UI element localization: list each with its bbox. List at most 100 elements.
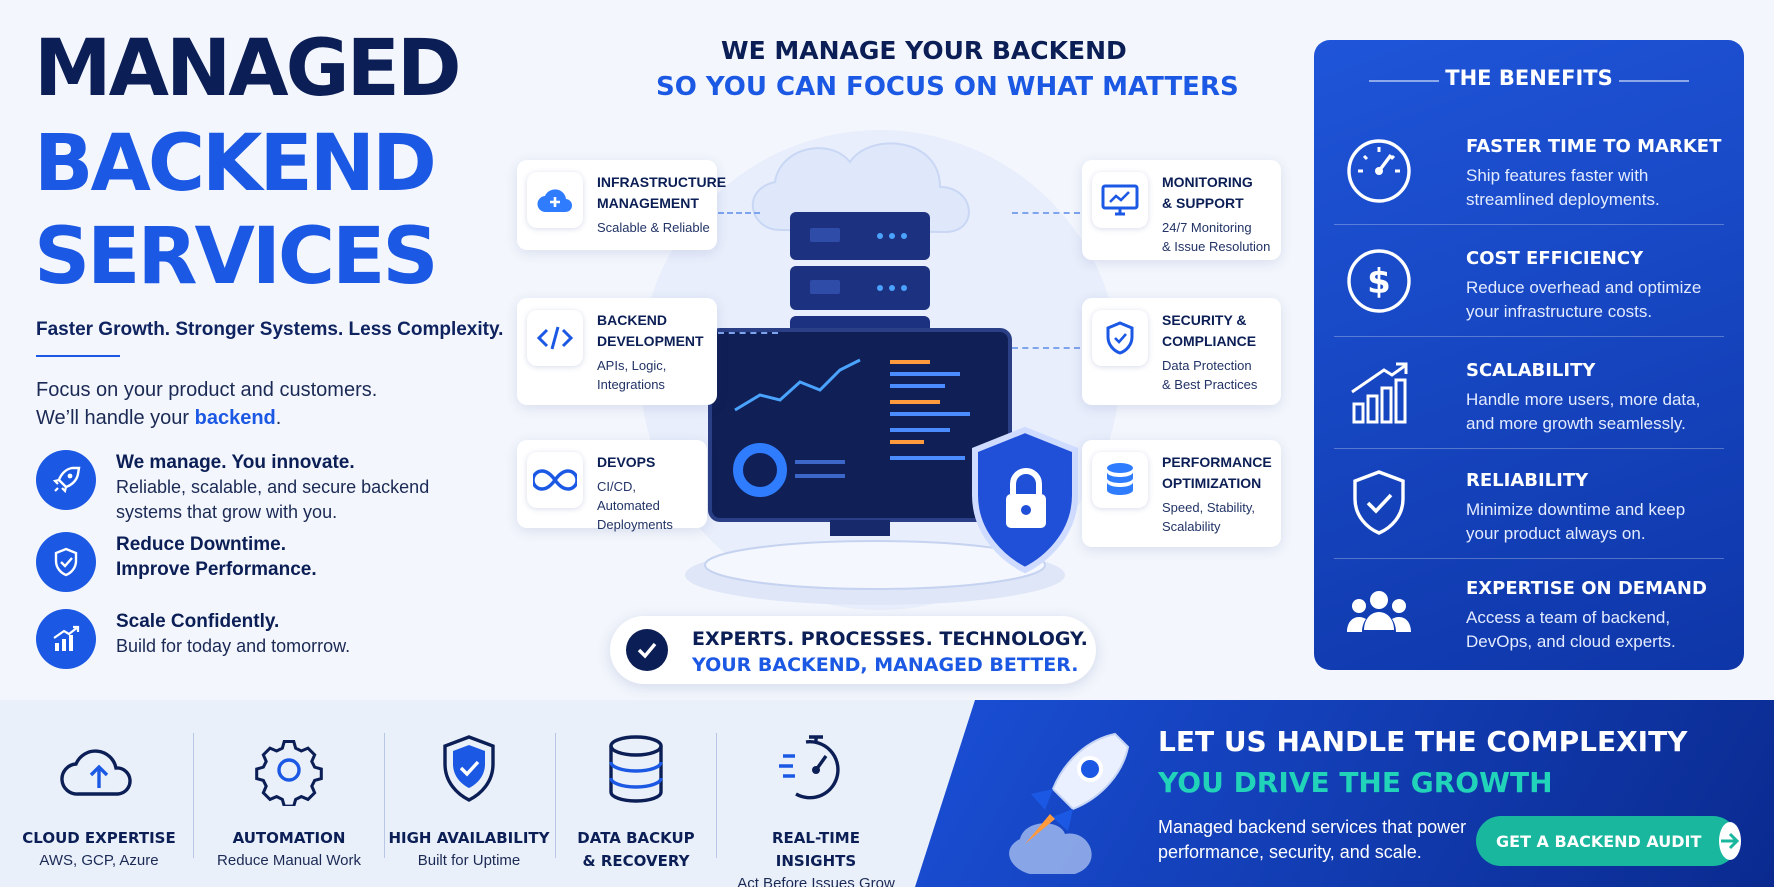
strip-title: REAL-TIME INSIGHTS — [772, 829, 860, 870]
strip-item-backup: DATA BACKUP & RECOVERY — [551, 734, 721, 873]
benefit-title: RELIABILITY — [1466, 470, 1589, 491]
benefit-title: COST EFFICIENCY — [1466, 248, 1644, 269]
benefit-item: SCALABILITY Handle more users, more data… — [1334, 342, 1724, 452]
service-card-devops: DEVOPS CI/CD, Automated Deployments — [517, 440, 707, 532]
divider — [1334, 558, 1724, 559]
cloud-upload-icon — [60, 749, 132, 796]
get-audit-button[interactable]: GET A BACKEND AUDIT — [1476, 816, 1742, 866]
connector-line — [1012, 347, 1080, 349]
value-pill: EXPERTS. PROCESSES. TECHNOLOGY. YOUR BAC… — [610, 616, 1096, 684]
check-icon — [626, 629, 668, 671]
strip-subtitle: Reduce Manual Work — [217, 852, 361, 869]
cta-subheading: YOU DRIVE THE GROWTH — [1158, 766, 1553, 799]
card-title: INFRASTRUCTURE MANAGEMENT — [597, 174, 727, 211]
server-illustration — [640, 130, 1120, 610]
shield-check-icon — [443, 735, 495, 802]
pill-line2: YOUR BACKEND, MANAGED BETTER. — [692, 654, 1079, 676]
dollar-icon: $ — [1347, 249, 1411, 313]
divider — [193, 733, 194, 858]
arrow-right-icon — [1719, 822, 1742, 860]
svg-text:$: $ — [1367, 262, 1391, 302]
connector-line — [718, 332, 778, 334]
benefit-item: RELIABILITY Minimize downtime and keep y… — [1334, 452, 1724, 562]
strip-title: HIGH AVAILABILITY — [388, 829, 550, 847]
strip-title: DATA BACKUP & RECOVERY — [577, 829, 695, 870]
benefit-title: SCALABILITY — [1466, 360, 1596, 381]
cta-heading: LET US HANDLE THE COMPLEXITY — [1158, 725, 1688, 758]
title-rule — [1369, 80, 1439, 82]
intro-line2: We’ll handle your backend. — [36, 404, 377, 432]
shield-icon — [1092, 310, 1148, 366]
hero-intro: Focus on your product and customers. We’… — [36, 376, 377, 432]
card-subtitle: CI/CD, Automated Deployments — [597, 479, 673, 532]
tagline-rule — [36, 355, 120, 357]
title-rule — [1619, 80, 1689, 82]
card-subtitle: APIs, Logic, Integrations — [597, 358, 667, 392]
feature-title: Scale Confidently. — [116, 611, 280, 632]
benefit-item: EXPERTISE ON DEMAND Access a team of bac… — [1334, 560, 1724, 670]
divider — [1334, 448, 1724, 449]
benefit-desc: Ship features faster with streamlined de… — [1466, 166, 1660, 209]
card-subtitle: Data Protection & Best Practices — [1162, 358, 1258, 392]
intro-suffix: . — [275, 407, 282, 429]
center-heading-line2: SO YOU CAN FOCUS ON WHAT MATTERS — [656, 72, 1239, 102]
connector-line — [1012, 212, 1080, 214]
card-subtitle: Speed, Stability, Scalability — [1162, 500, 1255, 534]
strip-subtitle: AWS, GCP, Azure — [39, 852, 159, 869]
benefit-desc: Minimize downtime and keep your product … — [1466, 500, 1686, 543]
feature-desc: Build for today and tomorrow. — [116, 636, 351, 656]
card-subtitle: Scalable & Reliable — [597, 220, 710, 235]
divider — [716, 733, 717, 858]
intro-emphasis: backend — [194, 407, 276, 429]
rocket-icon — [36, 450, 96, 510]
infinity-icon — [527, 452, 583, 508]
strip-item-insights: REAL-TIME INSIGHTS Act Before Issues Gro… — [731, 734, 901, 887]
feature-title: Reduce Downtime. — [116, 534, 286, 555]
divider — [384, 733, 385, 858]
strip-item-automation: AUTOMATION Reduce Manual Work — [204, 734, 374, 872]
database-icon — [609, 735, 663, 803]
team-icon — [1347, 591, 1411, 632]
card-title: PERFORMANCE OPTIMIZATION — [1162, 454, 1272, 491]
pill-line1: EXPERTS. PROCESSES. TECHNOLOGY. — [692, 628, 1088, 650]
divider — [1334, 224, 1724, 225]
speedometer-icon — [1347, 139, 1411, 203]
card-title: DEVOPS — [597, 454, 656, 470]
benefit-desc: Handle more users, more data, and more g… — [1466, 390, 1701, 433]
strip-subtitle: Act Before Issues Grow — [737, 875, 895, 887]
growth-chart-icon — [36, 609, 96, 669]
shield-check-icon — [36, 532, 96, 592]
divider — [555, 733, 556, 858]
strip-subtitle: Built for Uptime — [417, 852, 521, 869]
feature-item: We manage. You innovate.Reliable, scalab… — [36, 450, 429, 525]
realtime-gauge-icon — [779, 735, 840, 800]
benefit-title: FASTER TIME TO MARKET — [1466, 136, 1722, 157]
gear-icon — [255, 739, 323, 808]
strip-item-availability: HIGH AVAILABILITY Built for Uptime — [384, 734, 554, 872]
cloud-plus-icon — [527, 172, 583, 228]
hero-tagline: Faster Growth. Stronger Systems. Less Co… — [36, 319, 504, 340]
center-heading-line1: WE MANAGE YOUR BACKEND — [721, 36, 1127, 65]
service-card-performance: PERFORMANCE OPTIMIZATION Speed, Stability… — [1082, 440, 1281, 547]
strip-item-cloud: CLOUD EXPERTISE AWS, GCP, Azure — [14, 734, 184, 872]
hero-title-line1: MANAGED — [34, 24, 462, 114]
intro-prefix: We’ll handle your — [36, 407, 195, 429]
service-card-infrastructure: INFRASTRUCTURE MANAGEMENT Scalable & Reli… — [517, 160, 726, 250]
card-title: SECURITY & COMPLIANCE — [1162, 312, 1257, 349]
connector-line — [718, 212, 760, 214]
service-card-security: SECURITY & COMPLIANCE Data Protection & B… — [1082, 298, 1281, 405]
benefit-title: EXPERTISE ON DEMAND — [1466, 578, 1707, 599]
feature-desc: Improve Performance. — [116, 559, 317, 580]
card-subtitle: 24/7 Monitoring & Issue Resolution — [1162, 220, 1271, 254]
strip-title: CLOUD EXPERTISE — [22, 829, 176, 847]
monitor-chart-icon — [1092, 172, 1148, 228]
hero-title-line2: BACKEND — [34, 119, 437, 209]
shield-check-icon — [1353, 470, 1405, 535]
benefit-desc: Access a team of backend, DevOps, and cl… — [1466, 608, 1676, 651]
strip-title: AUTOMATION — [232, 829, 346, 847]
cta-description: Managed backend services that power perf… — [1158, 817, 1467, 862]
code-icon — [527, 310, 583, 366]
database-icon — [1092, 452, 1148, 508]
benefit-item: $ COST EFFICIENCY Reduce overhead and op… — [1334, 230, 1724, 340]
